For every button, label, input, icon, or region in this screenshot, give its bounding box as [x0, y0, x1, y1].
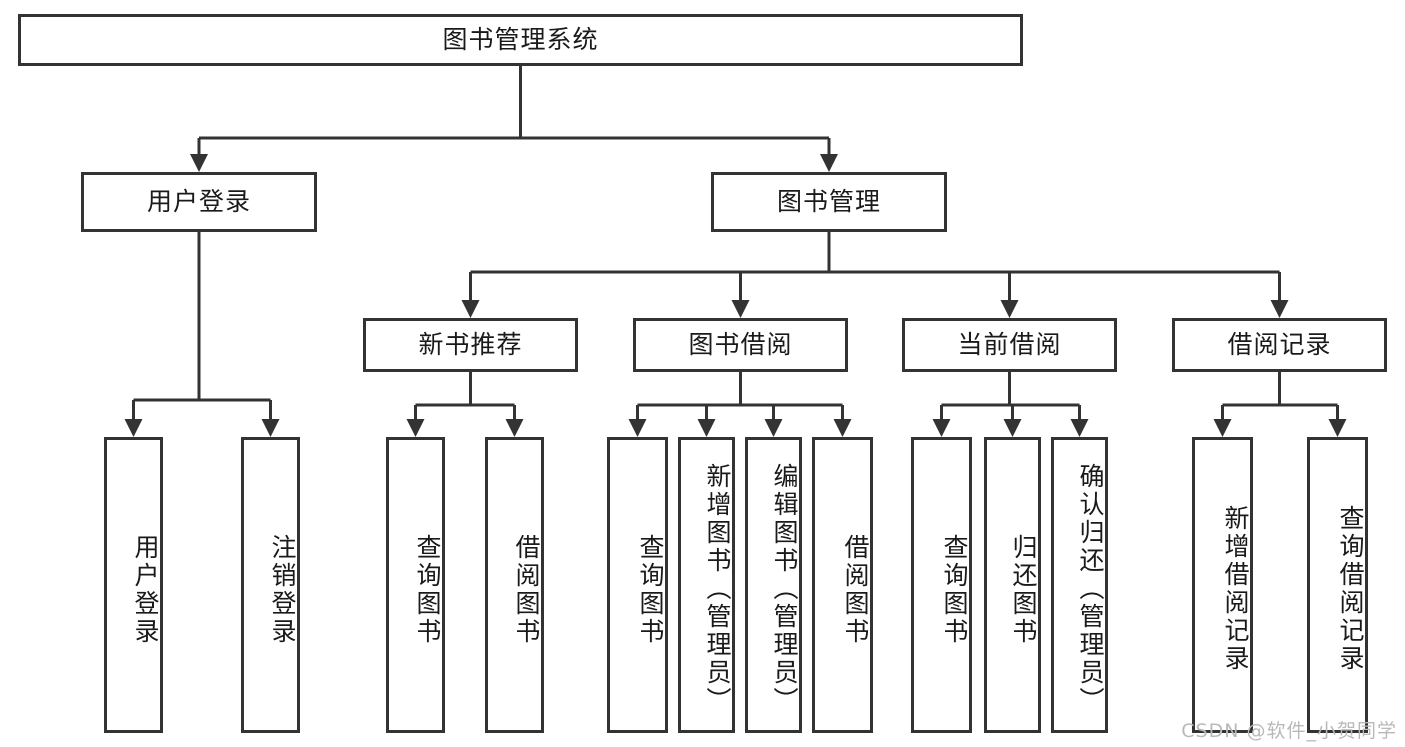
node-leaf-new-1[interactable]: 查询图书	[386, 437, 445, 733]
node-label: 注销登录	[268, 534, 297, 646]
node-leaf-bor-4[interactable]: 借阅图书	[812, 437, 873, 733]
node-label: 当前借阅	[957, 330, 1062, 360]
node-leaf-login-2[interactable]: 注销登录	[241, 437, 300, 733]
node-root[interactable]: 图书管理系统	[18, 14, 1023, 66]
node-bookmgmt[interactable]: 图书管理	[711, 172, 947, 232]
node-current[interactable]: 当前借阅	[902, 318, 1117, 372]
watermark: CSDN @软件_小贺同学	[1181, 720, 1397, 742]
node-leaf-cur-1[interactable]: 查询图书	[911, 437, 972, 733]
node-newbook[interactable]: 新书推荐	[363, 318, 578, 372]
node-label: 借阅图书	[512, 534, 541, 646]
node-label: 确认归还（管理员）	[1076, 463, 1105, 715]
node-leaf-login-1[interactable]: 用户登录	[104, 437, 163, 733]
node-label: 新增借阅记录	[1221, 505, 1250, 673]
node-label: 借阅图书	[841, 534, 870, 646]
node-label: 查询图书	[940, 534, 969, 646]
node-label: 编辑图书（管理员）	[770, 463, 799, 715]
node-records[interactable]: 借阅记录	[1172, 318, 1387, 372]
node-label: 查询借阅记录	[1336, 505, 1365, 673]
node-label: 新增图书（管理员）	[703, 463, 732, 715]
node-leaf-cur-2[interactable]: 归还图书	[984, 437, 1041, 733]
node-label: 查询图书	[413, 534, 442, 646]
node-leaf-bor-2[interactable]: 新增图书（管理员）	[678, 437, 735, 733]
node-label: 查询图书	[636, 534, 665, 646]
node-label: 图书管理	[776, 187, 881, 217]
node-leaf-rec-2[interactable]: 查询借阅记录	[1307, 437, 1368, 733]
node-borrow[interactable]: 图书借阅	[633, 318, 848, 372]
node-label: 新书推荐	[418, 330, 523, 360]
node-leaf-bor-3[interactable]: 编辑图书（管理员）	[745, 437, 802, 733]
node-label: 借阅记录	[1227, 330, 1332, 360]
node-leaf-bor-1[interactable]: 查询图书	[607, 437, 668, 733]
node-label: 归还图书	[1009, 534, 1038, 646]
node-label: 图书借阅	[688, 330, 793, 360]
node-label: 用户登录	[146, 187, 251, 217]
node-label: 用户登录	[131, 534, 160, 646]
node-label: 图书管理系统	[442, 25, 599, 55]
node-leaf-cur-3[interactable]: 确认归还（管理员）	[1051, 437, 1108, 733]
node-leaf-new-2[interactable]: 借阅图书	[485, 437, 544, 733]
node-login[interactable]: 用户登录	[81, 172, 317, 232]
node-leaf-rec-1[interactable]: 新增借阅记录	[1192, 437, 1253, 733]
